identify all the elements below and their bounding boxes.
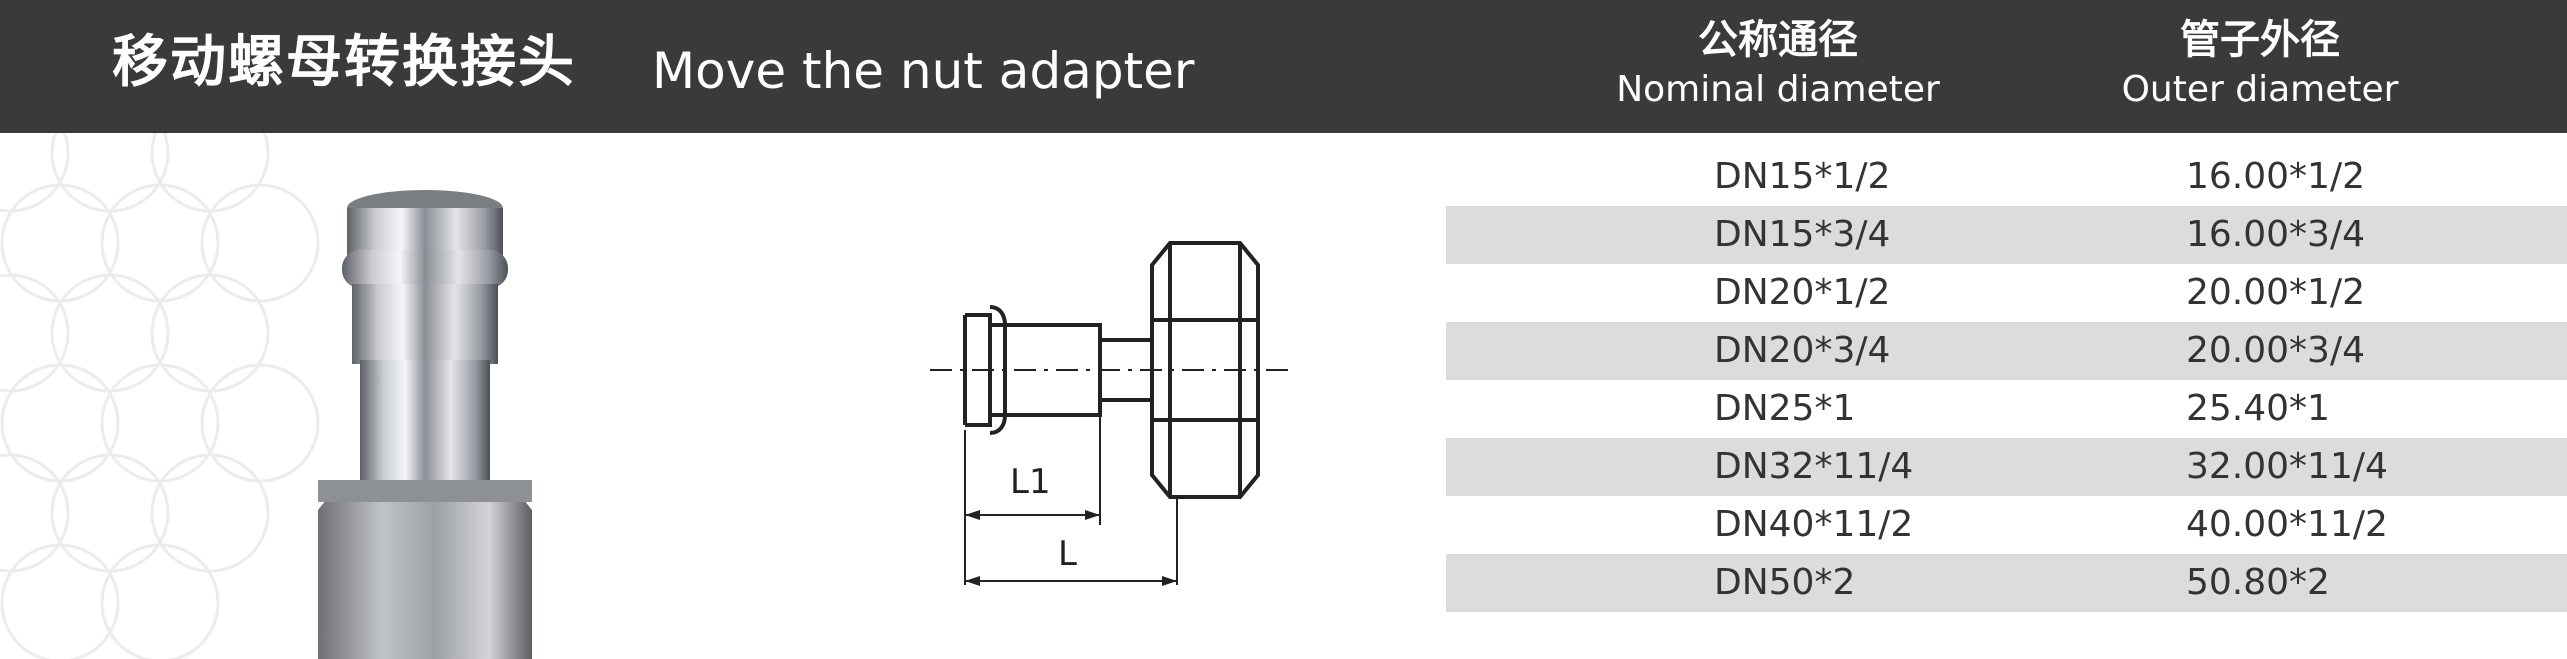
column-header-nominal-cn: 公称通径 [1698,17,1858,63]
cell-nominal: DN50*2 [1714,562,1856,603]
product-title-cn: 移动螺母转换接头 [112,30,576,95]
table-row: DN40*11/2 40.00*11/2 [1446,496,2567,554]
table-row: DN15*1/2 16.00*1/2 [1446,148,2567,206]
column-header-outer-en: Outer diameter [2121,69,2399,110]
cell-nominal: DN15*1/2 [1714,156,1891,197]
size-table: DN15*1/2 16.00*1/2 DN15*3/4 16.00*3/4 DN… [1446,148,2567,612]
background-circle-pattern [0,133,320,659]
header-bar: 移动螺母转换接头 Move the nut adapter 公称通径 Nomin… [0,0,2567,133]
table-row: DN15*3/4 16.00*3/4 [1446,206,2567,264]
cell-nominal: DN20*3/4 [1714,330,1891,371]
table-row: DN25*1 25.40*1 [1446,380,2567,438]
cell-outer: 50.80*2 [2186,562,2330,603]
cell-outer: 25.40*1 [2186,388,2330,429]
product-photo [318,190,532,659]
table-row: DN20*1/2 20.00*1/2 [1446,264,2567,322]
cell-outer: 32.00*11/4 [2186,446,2388,487]
table-row: DN50*2 50.80*2 [1446,554,2567,612]
column-header-nominal-en: Nominal diameter [1616,69,1940,110]
cell-nominal: DN20*1/2 [1714,272,1891,313]
dimension-label-l1: L1 [1010,462,1051,502]
column-header-nominal: 公称通径 Nominal diameter [1548,14,2008,114]
cell-outer: 20.00*3/4 [2186,330,2365,371]
cell-nominal: DN40*11/2 [1714,504,1914,545]
cell-outer: 40.00*11/2 [2186,504,2388,545]
cell-outer: 20.00*1/2 [2186,272,2365,313]
table-row: DN32*11/4 32.00*11/4 [1446,438,2567,496]
cell-outer: 16.00*1/2 [2186,156,2365,197]
technical-drawing: L1 L [930,241,1290,586]
cell-nominal: DN15*3/4 [1714,214,1891,255]
cell-nominal: DN25*1 [1714,388,1856,429]
dimension-label-l: L [1058,534,1077,574]
product-title-en: Move the nut adapter [652,42,1195,100]
table-row: DN20*3/4 20.00*3/4 [1446,322,2567,380]
cell-nominal: DN32*11/4 [1714,446,1914,487]
column-header-outer: 管子外径 Outer diameter [2030,14,2490,114]
cell-outer: 16.00*3/4 [2186,214,2365,255]
column-header-outer-cn: 管子外径 [2180,17,2340,63]
